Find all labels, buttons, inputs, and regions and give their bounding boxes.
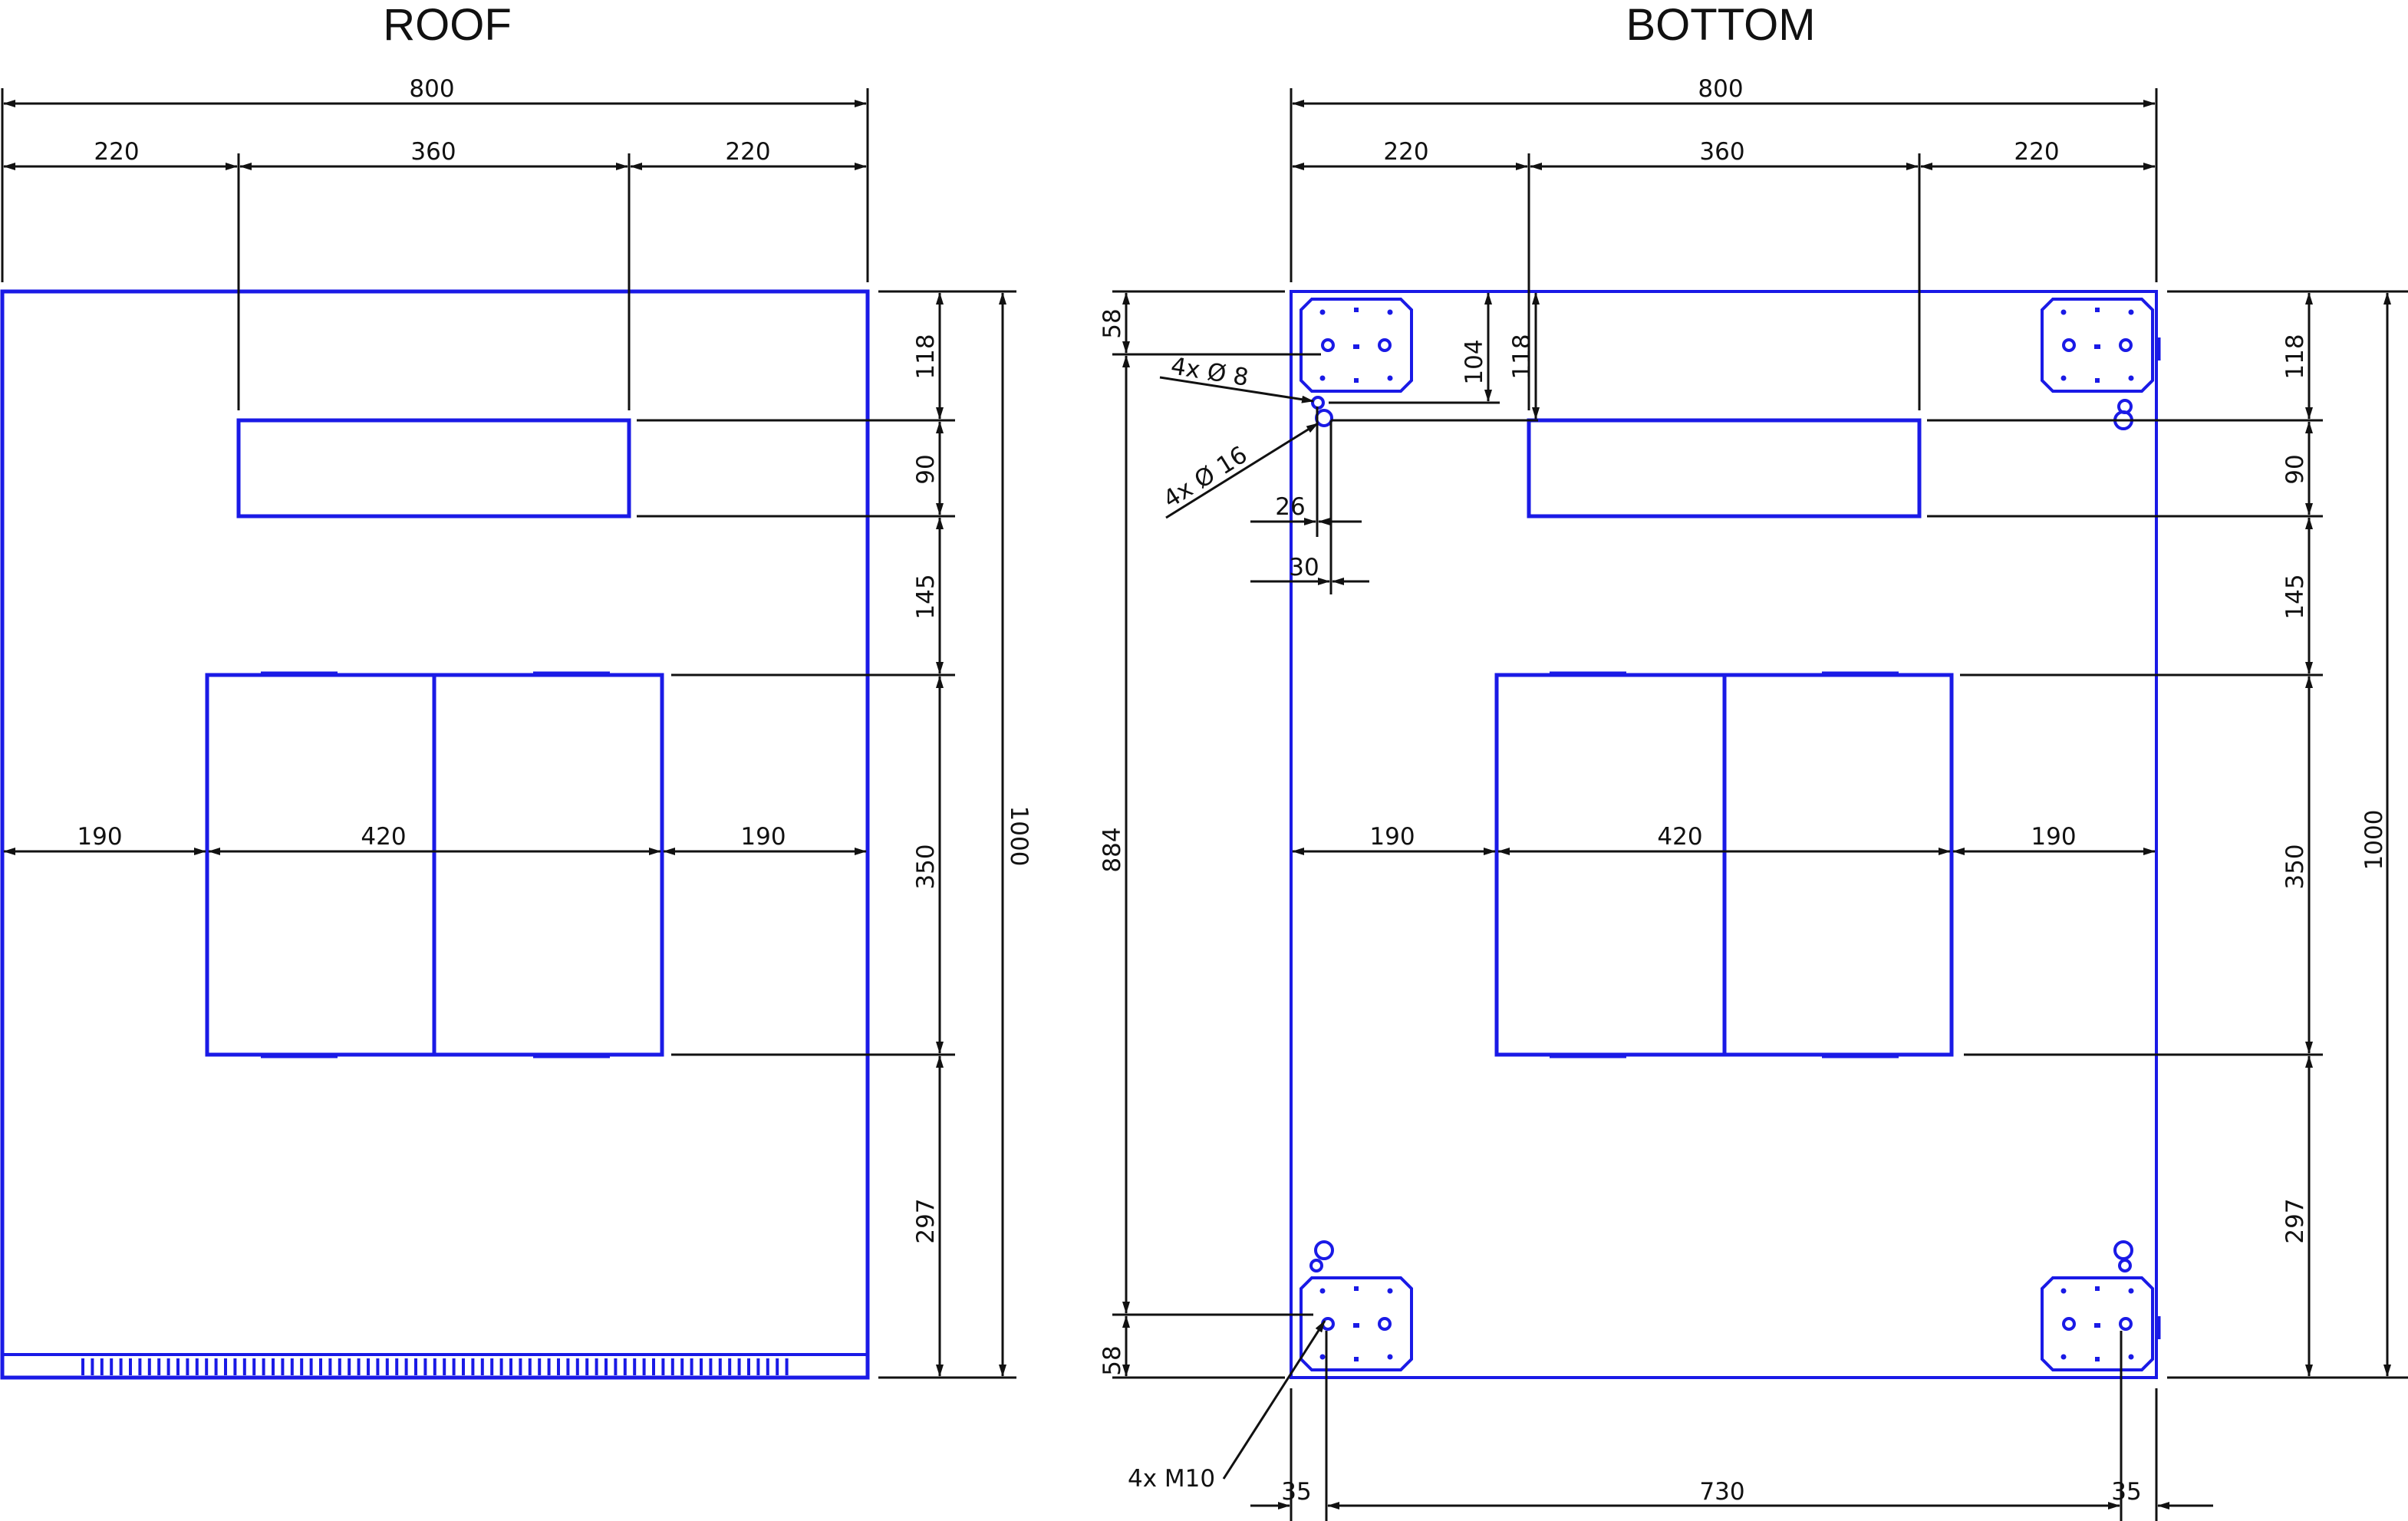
roof-outline <box>0 289 870 1380</box>
foot-plate <box>1300 298 1413 393</box>
foot-plate <box>2041 298 2161 393</box>
bottom-panel <box>1290 290 2158 1379</box>
roof-dim-labels: 800 220 360 220 190 420 190 118 90 145 3… <box>77 75 1033 1244</box>
roof-label-145: 145 <box>912 574 940 619</box>
bottom-label-118: 118 <box>2281 334 2309 379</box>
roof-label-1000: 1000 <box>1005 806 1033 867</box>
bottom-label-118-hole: 118 <box>1508 334 1536 379</box>
thread-callout: 4x M10 <box>1128 1465 1215 1493</box>
bottom-label-104: 104 <box>1461 339 1488 384</box>
hole-large-marker <box>1315 409 1333 427</box>
bottom-dimensions <box>1112 88 2408 1521</box>
hole-small-marker <box>1309 1259 1323 1272</box>
roof-label-118: 118 <box>912 334 940 379</box>
corner-hole <box>2060 375 2067 381</box>
roof-label-220-right: 220 <box>725 138 770 166</box>
bottom-label-30: 30 <box>1289 554 1319 581</box>
bottom-label-800: 800 <box>1698 75 1743 103</box>
roof-title: ROOF <box>383 0 512 50</box>
bottom-title: BOTTOM <box>1626 0 1815 50</box>
roof-label-360: 360 <box>410 138 456 166</box>
mount-hole <box>1321 338 1335 352</box>
roof-vent-slots <box>81 1358 789 1375</box>
roof-label-350: 350 <box>912 844 940 889</box>
roof-label-90: 90 <box>912 454 940 484</box>
leader-hole-small <box>1159 376 1314 403</box>
corner-hole <box>1319 1288 1326 1294</box>
corner-hole <box>1319 1354 1326 1360</box>
hole-small-marker <box>1311 396 1325 410</box>
hole-small-marker <box>2118 1259 2132 1272</box>
bottom-label-1000: 1000 <box>2360 810 2388 871</box>
corner-hole <box>1319 309 1326 315</box>
bottom-cable-cutout <box>1527 418 1922 519</box>
roof-label-800: 800 <box>409 75 454 103</box>
roof-label-420: 420 <box>361 823 406 851</box>
roof-cable-cutout <box>236 418 631 519</box>
roof-dimensions <box>1 88 1016 1379</box>
bottom-label-58-bottom: 58 <box>1099 1345 1126 1375</box>
bottom-fan-tabs <box>1550 671 1899 1058</box>
foot-plate <box>1300 1276 1413 1371</box>
bottom-outline <box>1290 290 2158 1379</box>
bottom-label-190-left: 190 <box>1369 823 1415 851</box>
corner-hole <box>2128 1354 2134 1360</box>
bottom-label-35-right: 35 <box>2111 1478 2141 1506</box>
bottom-label-220-right: 220 <box>2014 138 2059 166</box>
corner-hole <box>1387 309 1393 315</box>
corner-hole <box>2128 309 2134 315</box>
foot-plate <box>2041 1276 2161 1371</box>
bottom-callout-holes <box>1309 396 2133 1272</box>
corner-hole <box>1387 1354 1393 1360</box>
mount-hole <box>1378 338 1392 352</box>
hole-large-callout: 4x Ø 16 <box>1158 441 1252 514</box>
corner-hole <box>1387 1288 1393 1294</box>
corner-hole <box>1319 375 1326 381</box>
bottom-label-297: 297 <box>2281 1198 2309 1243</box>
mount-hole <box>2119 1317 2133 1331</box>
mount-hole <box>2062 338 2076 352</box>
mount-hole <box>1378 1317 1392 1331</box>
bottom-label-420: 420 <box>1657 823 1702 851</box>
bottom-label-360: 360 <box>1699 138 1744 166</box>
mount-hole <box>2119 338 2133 352</box>
roof-label-190-left: 190 <box>77 823 122 851</box>
bottom-view: BOTTOM <box>1099 0 2408 1521</box>
roof-fan-tabs <box>261 671 610 1058</box>
leader-thread <box>1222 1320 1326 1480</box>
corner-hole <box>2060 1288 2067 1294</box>
corner-hole <box>2060 1354 2067 1360</box>
bottom-label-190-right: 190 <box>2031 823 2076 851</box>
corner-hole <box>2060 309 2067 315</box>
bottom-label-90: 90 <box>2281 454 2309 484</box>
bottom-label-350: 350 <box>2281 844 2309 889</box>
roof-panel <box>0 289 870 1380</box>
roof-label-297: 297 <box>912 1198 940 1243</box>
bottom-label-730: 730 <box>1699 1478 1744 1506</box>
bottom-label-220-left: 220 <box>1383 138 1428 166</box>
roof-label-190-right: 190 <box>740 823 786 851</box>
bottom-label-884: 884 <box>1099 827 1126 872</box>
corner-hole <box>1387 375 1393 381</box>
hole-large-marker <box>2113 1240 2133 1260</box>
corner-hole <box>2128 1288 2134 1294</box>
hole-small-callout: 4x Ø 8 <box>1169 352 1250 391</box>
roof-view: ROOF <box>0 0 1033 1380</box>
bottom-label-35-left: 35 <box>1281 1478 1311 1506</box>
corner-hole <box>2128 375 2134 381</box>
leveling-feet <box>1300 298 2161 1371</box>
leader-hole-large <box>1165 422 1319 519</box>
mount-hole <box>2062 1317 2076 1331</box>
bottom-label-58-top: 58 <box>1099 308 1126 338</box>
hole-large-marker <box>1314 1240 1334 1260</box>
bottom-label-26: 26 <box>1275 493 1305 521</box>
roof-label-220-left: 220 <box>94 138 139 166</box>
bottom-label-145: 145 <box>2281 574 2309 619</box>
